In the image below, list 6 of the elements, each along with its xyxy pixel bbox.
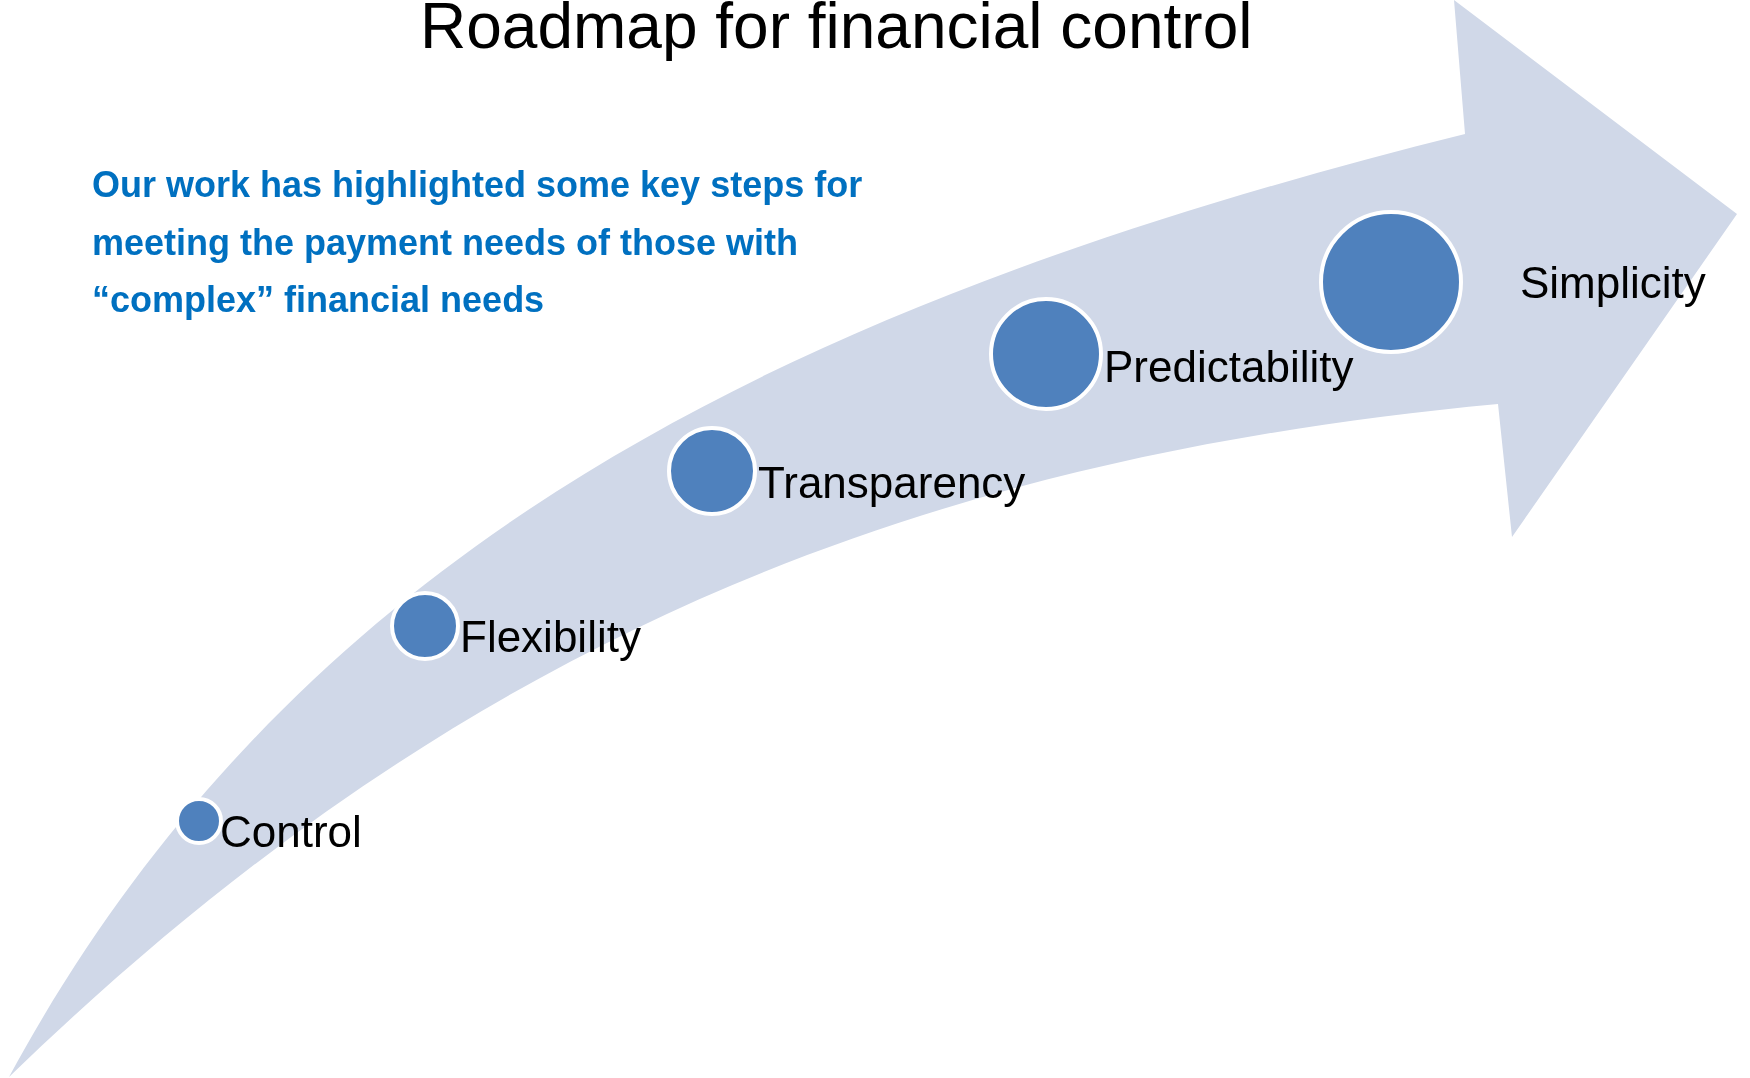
intro-text: Our work has highlighted some key steps for meeting the payment needs of those with “complex” financial needs	[92, 163, 864, 323]
step-label: Transparency	[758, 461, 1026, 505]
step-label: Simplicity	[1520, 261, 1706, 305]
step-label: Predictability	[1104, 345, 1354, 389]
step-label: Flexibility	[460, 615, 641, 659]
step-label: Control	[220, 810, 362, 854]
